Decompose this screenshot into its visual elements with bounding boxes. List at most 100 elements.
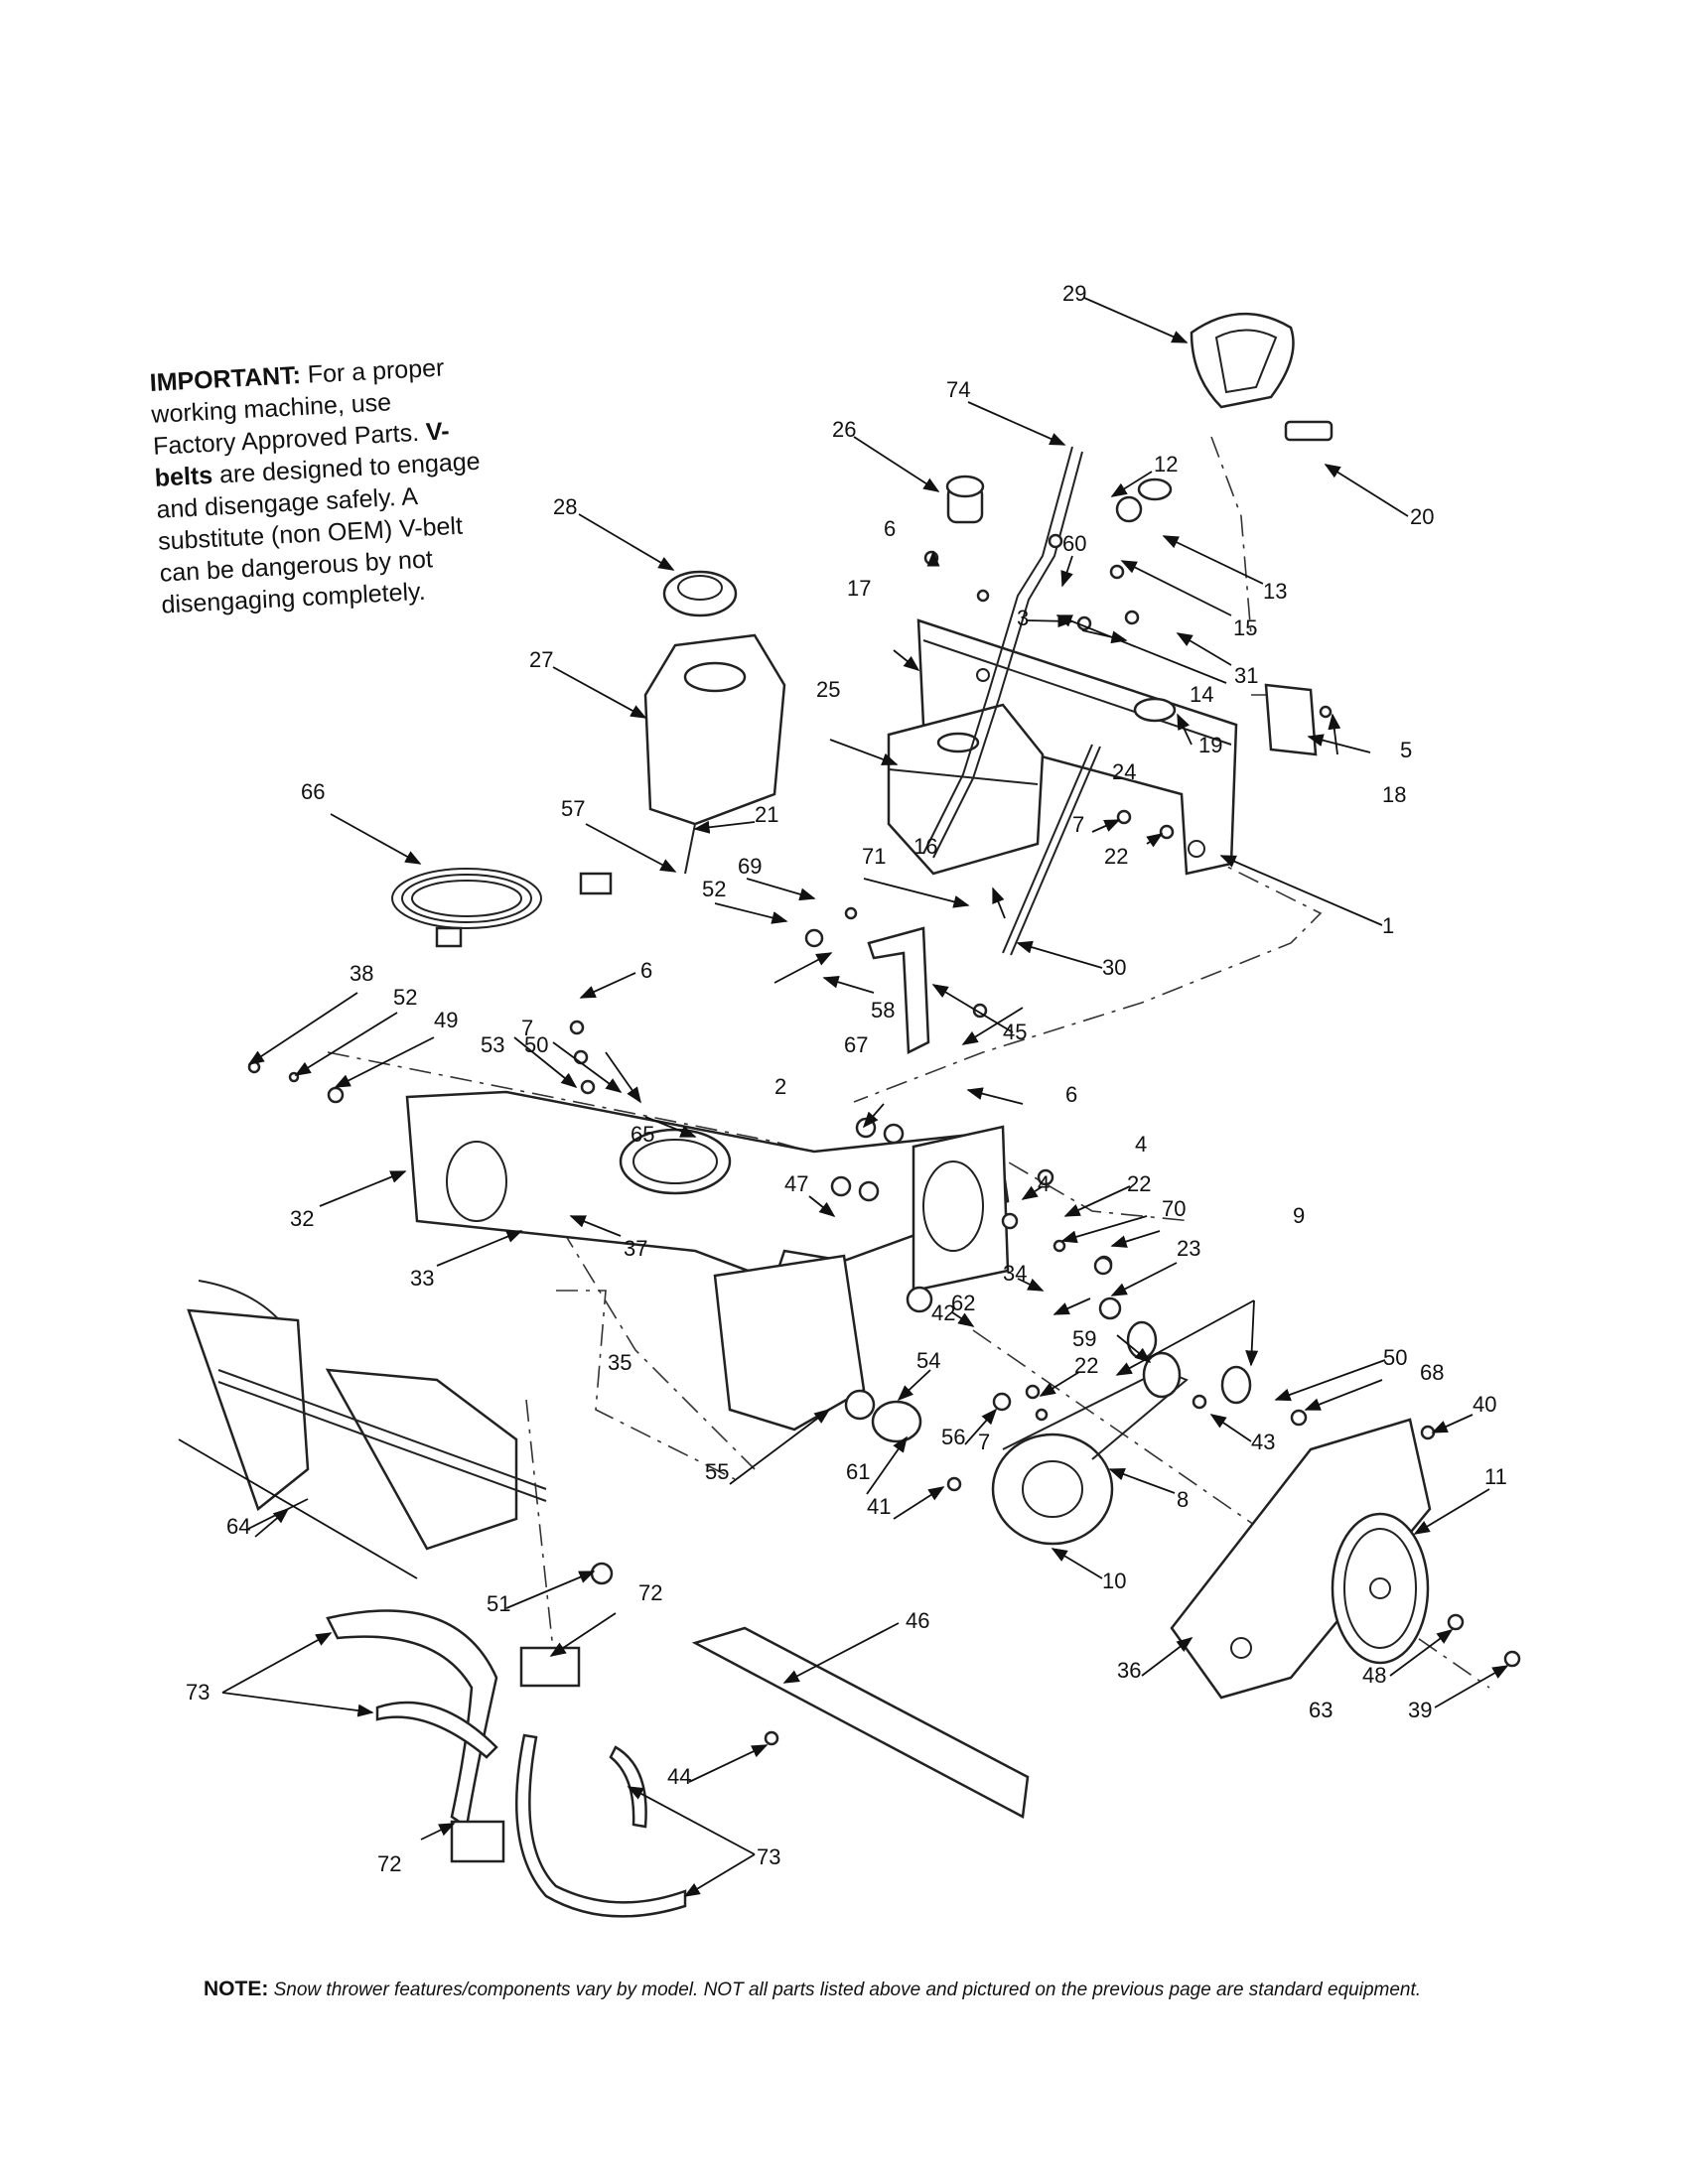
callout-36: 36 bbox=[1117, 1658, 1141, 1683]
important-heading: IMPORTANT: bbox=[149, 361, 302, 397]
callout-42: 42 bbox=[931, 1300, 955, 1325]
callout-10: 10 bbox=[1102, 1569, 1126, 1593]
callout-45: 45 bbox=[1003, 1020, 1027, 1044]
callout-72: 72 bbox=[377, 1851, 401, 1876]
callout-16: 16 bbox=[913, 834, 937, 859]
callout-63: 63 bbox=[1309, 1698, 1333, 1722]
callout-52: 52 bbox=[393, 985, 417, 1010]
callout-20: 20 bbox=[1410, 504, 1434, 529]
callout-71: 71 bbox=[862, 844, 886, 869]
callout-57: 57 bbox=[561, 796, 585, 821]
callout-11: 11 bbox=[1484, 1464, 1507, 1489]
callout-51: 51 bbox=[487, 1591, 510, 1616]
callout-56: 56 bbox=[941, 1425, 965, 1449]
callout-35: 35 bbox=[608, 1350, 632, 1375]
callout-18: 18 bbox=[1382, 782, 1406, 807]
callout-64: 64 bbox=[226, 1514, 250, 1539]
leader-lines bbox=[178, 297, 1509, 1897]
callout-23: 23 bbox=[1177, 1236, 1200, 1261]
scraper-bar bbox=[691, 1626, 1030, 1819]
callout-61: 61 bbox=[846, 1459, 870, 1484]
callout-26: 26 bbox=[832, 417, 856, 442]
callout-58: 58 bbox=[871, 998, 895, 1023]
chute-bracket bbox=[867, 926, 930, 1054]
callout-21: 21 bbox=[755, 802, 778, 827]
callout-8: 8 bbox=[1177, 1487, 1189, 1512]
callout-39: 39 bbox=[1408, 1698, 1432, 1722]
callout-41: 41 bbox=[867, 1494, 891, 1519]
callout-66: 66 bbox=[301, 779, 325, 804]
belt-cover bbox=[1170, 1418, 1432, 1700]
callout-22: 22 bbox=[1074, 1353, 1098, 1378]
note-heading: NOTE: bbox=[204, 1978, 269, 2000]
fuel-cap bbox=[662, 570, 738, 617]
callout-22: 22 bbox=[1104, 844, 1128, 869]
chute-crank bbox=[1190, 312, 1333, 442]
callout-6: 6 bbox=[1065, 1082, 1077, 1107]
shroud-box bbox=[887, 703, 1045, 876]
note-text: Snow thrower features/components vary by… bbox=[268, 1979, 1422, 2000]
callout-7: 7 bbox=[521, 1016, 533, 1040]
callout-6: 6 bbox=[640, 958, 652, 983]
callout-53: 53 bbox=[481, 1032, 504, 1057]
side-panel bbox=[1264, 683, 1318, 756]
callout-67: 67 bbox=[844, 1032, 868, 1057]
callout-22: 22 bbox=[1127, 1171, 1151, 1196]
callout-31: 31 bbox=[1234, 663, 1258, 688]
callout-54: 54 bbox=[916, 1348, 940, 1373]
callout-4: 4 bbox=[1038, 1171, 1050, 1196]
callout-70: 70 bbox=[1162, 1196, 1186, 1221]
callout-69: 69 bbox=[738, 854, 762, 879]
pulley-and-belt bbox=[991, 1351, 1189, 1546]
auger-housing bbox=[405, 1090, 1010, 1432]
fuel-tank bbox=[643, 633, 786, 875]
callout-4: 4 bbox=[1135, 1132, 1147, 1157]
callout-1: 1 bbox=[1382, 913, 1394, 938]
callout-12: 12 bbox=[1154, 452, 1178, 477]
auger bbox=[187, 1280, 547, 1551]
callout-33: 33 bbox=[410, 1266, 434, 1291]
callout-2: 2 bbox=[774, 1074, 786, 1099]
callout-55: 55 bbox=[705, 1459, 729, 1484]
important-notice: IMPORTANT: For a proper working machine,… bbox=[149, 350, 490, 621]
callout-19: 19 bbox=[1198, 733, 1222, 757]
callout-73: 73 bbox=[186, 1680, 210, 1705]
callout-14: 14 bbox=[1190, 682, 1213, 707]
callout-15: 15 bbox=[1233, 615, 1257, 640]
callout-32: 32 bbox=[290, 1206, 314, 1231]
callout-50: 50 bbox=[1383, 1345, 1407, 1370]
callout-44: 44 bbox=[667, 1764, 691, 1789]
callout-68: 68 bbox=[1420, 1360, 1444, 1385]
callout-43: 43 bbox=[1251, 1430, 1275, 1454]
callout-72: 72 bbox=[638, 1580, 662, 1605]
callout-numbers: 29 74 26 12 20 28 6 60 13 17 3 15 27 31 … bbox=[186, 281, 1507, 1876]
callout-49: 49 bbox=[434, 1008, 458, 1032]
wheel bbox=[1331, 1512, 1430, 1665]
callout-60: 60 bbox=[1062, 531, 1086, 556]
callout-73: 73 bbox=[757, 1844, 780, 1869]
callout-29: 29 bbox=[1062, 281, 1086, 306]
callout-7: 7 bbox=[1072, 812, 1084, 837]
callout-59: 59 bbox=[1072, 1326, 1096, 1351]
callout-27: 27 bbox=[529, 647, 553, 672]
callout-34: 34 bbox=[1003, 1261, 1027, 1286]
callout-52: 52 bbox=[702, 877, 726, 901]
callout-40: 40 bbox=[1473, 1392, 1496, 1417]
callout-5: 5 bbox=[1400, 738, 1412, 762]
callout-3: 3 bbox=[1017, 606, 1029, 630]
callout-74: 74 bbox=[946, 377, 970, 402]
extension-cord bbox=[391, 868, 613, 948]
primer-knob bbox=[945, 475, 985, 524]
callout-28: 28 bbox=[553, 494, 577, 519]
callout-17: 17 bbox=[847, 576, 871, 601]
footer-note: NOTE: Snow thrower features/components v… bbox=[204, 1978, 1594, 2001]
callout-48: 48 bbox=[1362, 1663, 1386, 1688]
callout-9: 9 bbox=[1293, 1203, 1305, 1228]
callout-37: 37 bbox=[624, 1236, 647, 1261]
callout-13: 13 bbox=[1263, 579, 1287, 604]
callout-6: 6 bbox=[884, 516, 896, 541]
callout-47: 47 bbox=[784, 1171, 808, 1196]
callout-65: 65 bbox=[631, 1122, 654, 1147]
callout-25: 25 bbox=[816, 677, 840, 702]
